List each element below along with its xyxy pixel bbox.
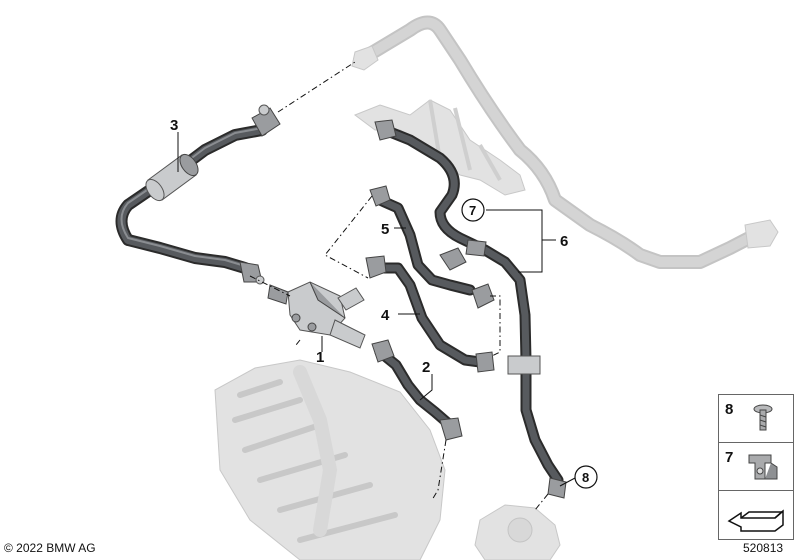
part-6-hose-assembly [374, 119, 567, 499]
ghost-bottom-component [474, 504, 561, 560]
ghost-intake-manifold [214, 359, 446, 560]
part-2-hose [371, 339, 463, 441]
callout-4: 4 [381, 307, 390, 324]
parts-legend: 8 7 [718, 394, 794, 540]
connector-top [251, 104, 281, 137]
callout-2: 2 [422, 359, 430, 376]
part-3-hose-with-filter [115, 104, 281, 285]
callout-7-circle [461, 198, 485, 222]
callout-8: 8 [582, 470, 589, 485]
callout-6: 6 [560, 233, 568, 250]
copyright-text: © 2022 BMW AG [4, 541, 96, 555]
legend-item-screw: 8 [718, 394, 794, 444]
legend-item-clip: 7 [718, 442, 794, 492]
clip-icon [748, 454, 778, 480]
part-5-hose [369, 185, 495, 309]
fuel-filter [145, 153, 199, 202]
connector-bottom [239, 261, 265, 285]
part-1-valve [267, 281, 366, 349]
part-4-hose [365, 255, 495, 373]
leader-lines [177, 132, 576, 487]
callout-1: 1 [316, 349, 324, 366]
ghost-upper-line [351, 15, 779, 269]
callout-8-circle [574, 465, 598, 489]
connection-lines [249, 61, 549, 511]
legend-item-arrow [718, 490, 794, 540]
callout-5: 5 [381, 221, 389, 238]
callout-7: 7 [469, 203, 476, 218]
diagram-number: 520813 [743, 541, 784, 555]
direction-arrow-icon [727, 509, 784, 532]
legend-number-8: 8 [725, 401, 734, 418]
legend-number-7: 7 [725, 449, 734, 466]
screw-icon [753, 404, 773, 431]
callout-3: 3 [170, 117, 178, 134]
